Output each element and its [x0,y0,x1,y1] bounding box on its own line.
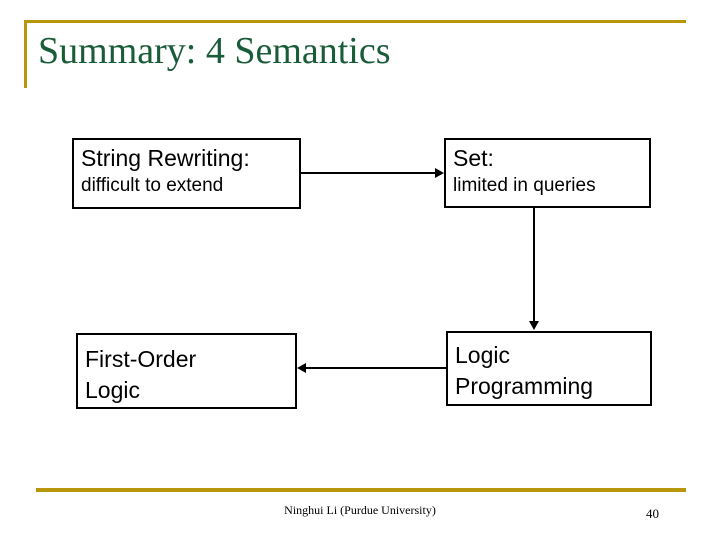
footer-page-number: 40 [646,506,659,521]
arrowhead-right-icon [435,168,444,178]
connector-string-rewriting-to-set [301,172,436,174]
diagram-box-first-order-logic: First-Order Logic [76,333,297,409]
box-note: limited in queries [453,175,596,196]
footer-credit: Ninghui Li (Purdue University) [284,503,436,517]
arrowhead-down-icon [529,321,539,330]
page-title: Summary: 4 Semantics [38,30,391,72]
connector-logic-programming-to-first-order-logic [306,367,446,369]
diagram-box-set: Set: limited in queries [444,138,651,208]
box-note: Programming [455,373,594,399]
box-heading: Logic [455,342,510,368]
footer-rule [36,488,686,492]
diagram-box-string-rewriting: String Rewriting: difficult to extend [72,138,301,209]
box-heading: String Rewriting: [81,145,250,171]
box-heading: Set: [453,145,494,171]
title-left-rule [24,20,27,88]
diagram-box-logic-programming: Logic Programming [446,331,652,406]
connector-set-to-logic-programming [533,208,535,322]
box-heading: First-Order [85,346,197,372]
box-note: difficult to extend [81,175,224,196]
arrowhead-left-icon [297,363,306,373]
box-note: Logic [85,377,140,403]
title-top-rule [24,20,686,23]
